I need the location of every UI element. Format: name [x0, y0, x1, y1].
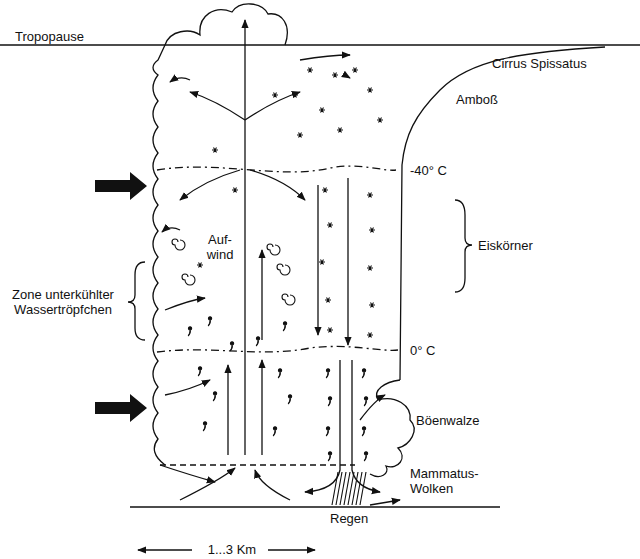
- graupel: [172, 239, 185, 250]
- cloud-base: [160, 464, 355, 465]
- label: Eiskörner: [478, 238, 568, 253]
- rain-hatch: [360, 472, 366, 505]
- airflow-arrows: [160, 20, 400, 505]
- ice-crystal: [367, 192, 373, 197]
- droplet: [273, 427, 277, 436]
- droplet: [362, 427, 366, 436]
- ground-line: [130, 506, 500, 508]
- ice-crystal: [367, 87, 373, 92]
- dimension-line: [268, 549, 315, 550]
- ice-crystal: [322, 187, 328, 192]
- droplet: [288, 395, 292, 404]
- droplet: [230, 342, 234, 351]
- tropopause-line: [0, 44, 640, 45]
- label: Amboß: [456, 92, 526, 107]
- droplet: [256, 337, 260, 346]
- level-arrow: [95, 394, 147, 422]
- graupel: [277, 264, 290, 275]
- ice-crystal: [325, 297, 331, 302]
- ice-crystal: [369, 302, 375, 307]
- label: Auf- wind: [200, 232, 240, 262]
- ice-crystal: [332, 72, 338, 77]
- droplet: [213, 392, 217, 401]
- label: 1...3 Km: [197, 542, 267, 557]
- ice-crystal: [369, 227, 375, 232]
- cloud-outline: [153, 45, 165, 465]
- label: 0° C: [410, 343, 470, 358]
- overshooting-top: [165, 4, 287, 45]
- ice-crystal: [297, 132, 303, 137]
- ice-crystal: [232, 187, 238, 192]
- droplet: [198, 367, 202, 376]
- label: Tropopause: [15, 29, 115, 44]
- ice-crystal: [212, 147, 218, 152]
- graupel: [282, 294, 295, 305]
- label: Cirrus Spissatus: [492, 56, 632, 71]
- ice-crystal: [337, 127, 343, 132]
- level-arrow: [95, 172, 147, 200]
- graupel: [267, 244, 280, 255]
- droplet: [203, 422, 207, 431]
- droplet: [364, 397, 368, 406]
- droplet: [326, 369, 330, 378]
- dimension-line: [138, 549, 192, 550]
- isotherm-zero: [157, 346, 398, 352]
- ice-crystal: [327, 222, 333, 227]
- ice-crystal: [319, 107, 325, 112]
- ice-crystal: [327, 327, 333, 332]
- ice-crystal: [292, 92, 298, 97]
- ice-crystal: [319, 259, 325, 264]
- droplet: [283, 322, 287, 331]
- droplet: [208, 317, 212, 326]
- ice-crystal: [377, 117, 383, 122]
- droplet: [364, 452, 368, 461]
- label: Mammatus- Wolken: [410, 466, 490, 496]
- isotherm-minus40: [157, 166, 396, 172]
- droplet: [326, 427, 330, 436]
- droplet: [278, 369, 282, 378]
- droplet: [362, 369, 366, 378]
- droplet: [188, 327, 192, 336]
- droplet-brace: [128, 262, 145, 340]
- label: Zone unterkühlter Wassertröpfchen: [2, 287, 124, 317]
- ice-crystal: [352, 67, 358, 72]
- label: Böenwalze: [416, 413, 506, 428]
- droplet: [328, 397, 332, 406]
- droplet: [328, 452, 332, 461]
- ice-crystal: [197, 262, 203, 267]
- graupel: [182, 274, 195, 285]
- ice-crystal: [307, 67, 313, 72]
- label: -40° C: [410, 163, 480, 178]
- ice-crystal: [272, 92, 278, 97]
- ice-brace: [455, 200, 472, 292]
- anvil-outline: [400, 47, 605, 380]
- ice-crystal: [367, 332, 373, 337]
- ice-crystal: [367, 265, 373, 270]
- label: Regen: [330, 511, 390, 526]
- gust-roll: [370, 380, 414, 476]
